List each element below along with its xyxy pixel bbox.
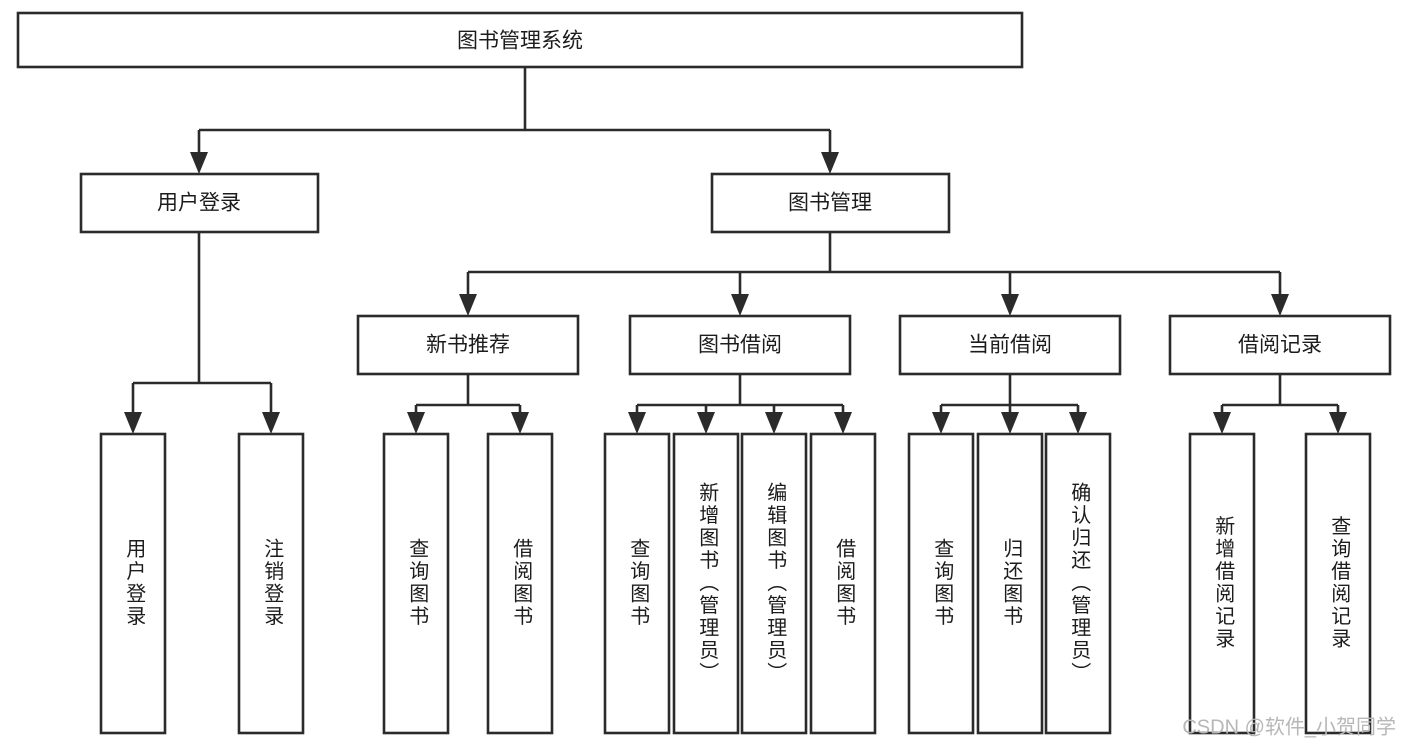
arrow-to-leaf-user-login bbox=[124, 412, 142, 434]
leaf-add-borrow-record-box[interactable] bbox=[1188, 432, 1256, 735]
leaf-query-book-current-box[interactable] bbox=[907, 432, 975, 735]
arrow-to-leaf-add-record bbox=[1213, 412, 1231, 434]
leaf-return-book[interactable]: 归还图书 bbox=[976, 432, 1044, 735]
leaf-borrow-book-recommend[interactable]: 借阅图书 bbox=[486, 432, 554, 735]
leaf-confirm-return-admin[interactable]: 确认归还（管理员） bbox=[1044, 432, 1112, 735]
arrow-to-book-manage bbox=[821, 152, 839, 174]
arrow-to-leaf-confirm-return bbox=[1069, 412, 1087, 434]
node-borrow-record-label: 借阅记录 bbox=[1238, 334, 1322, 357]
leaf-borrow-book-borrow-box[interactable] bbox=[809, 432, 877, 735]
arrow-to-leaf-query-book-3 bbox=[932, 412, 950, 434]
leaf-add-borrow-record-label: 新增借阅记录 bbox=[1212, 515, 1235, 650]
leaf-logout-label: 注销登录 bbox=[261, 538, 284, 628]
leaf-query-book-borrow-label: 查询图书 bbox=[627, 538, 650, 628]
leaf-add-borrow-record[interactable]: 新增借阅记录 bbox=[1188, 432, 1256, 735]
node-current-borrow-box[interactable] bbox=[898, 314, 1122, 376]
node-root-book-management-system[interactable]: 图书管理系统 bbox=[16, 11, 1024, 69]
node-borrow-record[interactable]: 借阅记录 bbox=[1168, 314, 1392, 376]
leaf-edit-book-admin[interactable]: 编辑图书（管理员） bbox=[740, 432, 808, 735]
leaf-query-book-borrow-box[interactable] bbox=[603, 432, 671, 735]
leaf-logout[interactable]: 注销登录 bbox=[237, 432, 305, 735]
leaf-query-borrow-record-label: 查询借阅记录 bbox=[1328, 515, 1351, 650]
node-book-management-box[interactable] bbox=[710, 172, 951, 234]
leaf-user-login-box[interactable] bbox=[99, 432, 167, 735]
leaf-return-book-box[interactable] bbox=[976, 432, 1044, 735]
node-current-borrow-label: 当前借阅 bbox=[968, 334, 1052, 357]
node-new-book-recommend-label: 新书推荐 bbox=[426, 334, 510, 357]
leaf-query-borrow-record[interactable]: 查询借阅记录 bbox=[1304, 432, 1372, 735]
arrow-to-leaf-borrow-book-1 bbox=[511, 412, 529, 434]
arrow-to-new-book-recommend bbox=[459, 294, 477, 316]
node-borrow-record-box[interactable] bbox=[1168, 314, 1392, 376]
leaf-borrow-book-borrow-label: 借阅图书 bbox=[833, 538, 856, 628]
arrow-to-book-borrow bbox=[731, 294, 749, 316]
arrow-to-leaf-borrow-book-2 bbox=[834, 412, 852, 434]
connector-layer bbox=[124, 67, 1347, 434]
node-new-book-recommend[interactable]: 新书推荐 bbox=[356, 314, 580, 376]
leaf-query-book-recommend-box[interactable] bbox=[382, 432, 450, 735]
arrow-to-borrow-record bbox=[1271, 294, 1289, 316]
leaf-add-book-admin-box[interactable] bbox=[672, 432, 740, 735]
node-book-borrow-box[interactable] bbox=[628, 314, 852, 376]
node-root-label: 图书管理系统 bbox=[457, 30, 583, 53]
arrow-to-leaf-return-book bbox=[1001, 412, 1019, 434]
leaf-query-book-recommend[interactable]: 查询图书 bbox=[382, 432, 450, 735]
leaf-borrow-book-recommend-box[interactable] bbox=[486, 432, 554, 735]
leaf-query-book-borrow[interactable]: 查询图书 bbox=[603, 432, 671, 735]
arrow-to-leaf-edit-book bbox=[765, 412, 783, 434]
node-user-login-label: 用户登录 bbox=[157, 192, 241, 215]
leaf-edit-book-admin-box[interactable] bbox=[740, 432, 808, 735]
node-book-borrow[interactable]: 图书借阅 bbox=[628, 314, 852, 376]
leaf-confirm-return-admin-box[interactable] bbox=[1044, 432, 1112, 735]
arrow-to-leaf-query-book-2 bbox=[628, 412, 646, 434]
leaf-confirm-return-admin-label: 确认归还（管理员） bbox=[1068, 481, 1091, 684]
arrow-to-current-borrow bbox=[1001, 294, 1019, 316]
node-user-login-box[interactable] bbox=[79, 172, 320, 234]
leaf-return-book-label: 归还图书 bbox=[1000, 538, 1023, 628]
node-book-management-label: 图书管理 bbox=[788, 192, 872, 215]
leaf-logout-box[interactable] bbox=[237, 432, 305, 735]
arrow-to-leaf-logout bbox=[262, 412, 280, 434]
leaf-edit-book-admin-label: 编辑图书（管理员） bbox=[764, 481, 787, 684]
node-user-login[interactable]: 用户登录 bbox=[79, 172, 320, 234]
leaf-borrow-book-recommend-label: 借阅图书 bbox=[510, 538, 533, 628]
node-book-management[interactable]: 图书管理 bbox=[710, 172, 951, 234]
leaf-user-login-label: 用户登录 bbox=[123, 538, 146, 628]
arrow-to-user-login bbox=[190, 152, 208, 174]
arrow-to-leaf-add-book bbox=[697, 412, 715, 434]
node-book-borrow-label: 图书借阅 bbox=[698, 334, 782, 357]
arrow-to-leaf-query-record bbox=[1329, 412, 1347, 434]
leaf-query-book-current[interactable]: 查询图书 bbox=[907, 432, 975, 735]
leaf-query-borrow-record-box[interactable] bbox=[1304, 432, 1372, 735]
node-new-book-recommend-box[interactable] bbox=[356, 314, 580, 376]
watermark-text: CSDN @软件_小贺同学 bbox=[1182, 715, 1396, 738]
leaf-user-login[interactable]: 用户登录 bbox=[99, 432, 167, 735]
node-root-box[interactable] bbox=[16, 11, 1024, 69]
leaf-borrow-book-borrow[interactable]: 借阅图书 bbox=[809, 432, 877, 735]
leaf-query-book-recommend-label: 查询图书 bbox=[406, 538, 429, 628]
leaf-add-book-admin[interactable]: 新增图书（管理员） bbox=[672, 432, 740, 735]
leaf-query-book-current-label: 查询图书 bbox=[931, 538, 954, 628]
node-current-borrow[interactable]: 当前借阅 bbox=[898, 314, 1122, 376]
arrow-to-leaf-query-book-1 bbox=[407, 412, 425, 434]
leaf-add-book-admin-label: 新增图书（管理员） bbox=[696, 481, 719, 684]
